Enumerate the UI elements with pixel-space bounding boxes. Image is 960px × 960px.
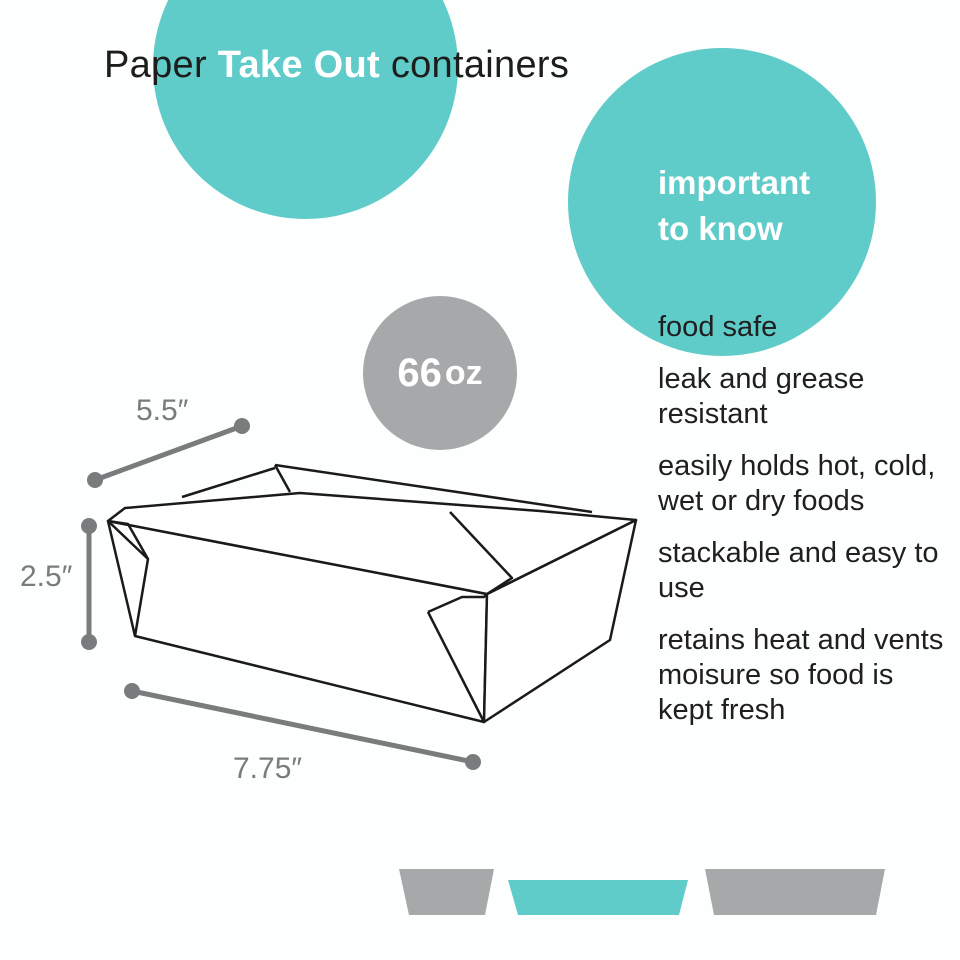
- feature-item: retains heat and vents moisure so food i…: [658, 624, 944, 726]
- feature-item: food safe: [658, 311, 778, 343]
- size-option-medium[interactable]: [508, 880, 688, 915]
- feature-item: easily holds hot, cold, wet or dry foods: [658, 450, 936, 517]
- important-circle: [568, 48, 876, 356]
- size-option-large[interactable]: [705, 869, 885, 915]
- capacity-value: 66: [397, 350, 442, 395]
- depth-label: 5.5″: [136, 394, 189, 427]
- capacity-unit: oz: [444, 353, 483, 392]
- features-list: food safe leak and grease resistant easi…: [658, 310, 948, 745]
- title-suffix: containers: [390, 44, 570, 86]
- size-option-small[interactable]: [399, 869, 494, 915]
- length-label: 7.75″: [233, 752, 303, 785]
- title-highlight: Take Out: [217, 44, 380, 86]
- important-heading: important to know: [658, 160, 810, 252]
- important-line-1: important: [658, 164, 811, 201]
- dimension-lines: [81, 418, 481, 770]
- feature-item: leak and grease resistant: [658, 363, 865, 430]
- important-line-2: to know: [658, 210, 783, 247]
- takeout-box-icon: [106, 463, 638, 724]
- height-label: 2.5″: [20, 560, 73, 593]
- capacity-circle: [363, 296, 517, 450]
- feature-item: stackable and easy to use: [658, 537, 939, 604]
- title-prefix: Paper: [104, 44, 207, 86]
- page-title: Paper Take Out containers: [104, 44, 569, 87]
